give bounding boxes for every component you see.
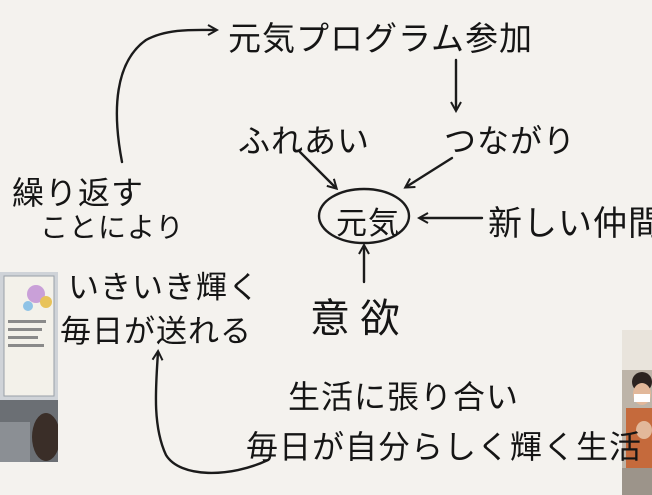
node-tsunagari: つながり	[444, 122, 577, 160]
node-program: 元気プログラム参加	[228, 19, 534, 58]
arrow-loop-to-program	[115, 30, 216, 164]
node-nakama: 新しい仲間	[488, 204, 652, 244]
photo-left-edge	[0, 272, 58, 462]
genki-circle	[317, 187, 411, 245]
node-seikatsu-line2: 毎日が自分らしく輝く生活	[246, 428, 643, 466]
arrow-fureai-to-genki	[298, 150, 336, 188]
node-kagayaku-line1: いきいき輝く	[68, 270, 260, 306]
node-iyoku: 意欲	[310, 296, 410, 342]
node-kurikaesu-line1: 繰り返す	[12, 174, 145, 212]
node-kurikaesu-line2: ことにより	[40, 211, 185, 244]
arrow-bottom-loop	[156, 352, 270, 475]
node-seikatsu-line1: 生活に張り合い	[288, 378, 520, 416]
node-genki: 元気	[336, 206, 400, 242]
photo-right-edge	[622, 330, 652, 495]
node-kagayaku-line2: 毎日が送れる	[60, 314, 252, 350]
node-fureai: ふれあい	[238, 122, 371, 160]
arrow-tsunagari-to-genki	[406, 156, 454, 187]
